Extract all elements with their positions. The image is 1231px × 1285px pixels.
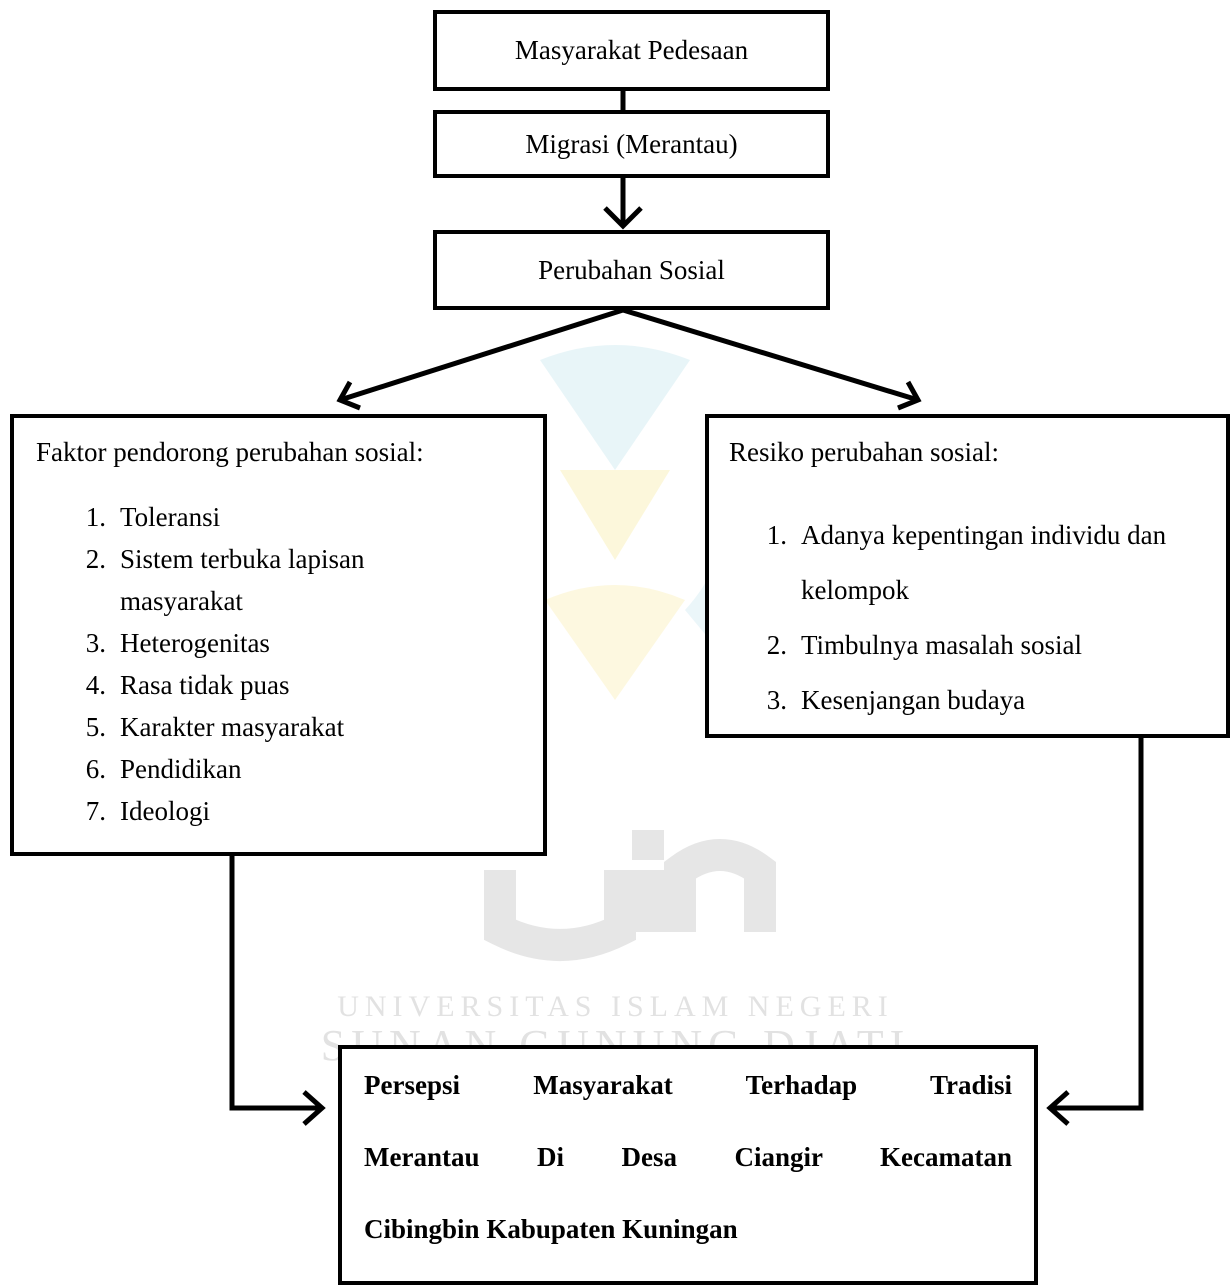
faktor-item-text: Heterogenitas bbox=[120, 628, 270, 658]
node-masyarakat-pedesaan: Masyarakat Pedesaan bbox=[433, 10, 830, 91]
faktor-item-number: 3. bbox=[85, 628, 106, 658]
arrowhead-faktor bbox=[336, 380, 361, 411]
faktor-item: 3. Heterogenitas bbox=[58, 622, 543, 664]
faktor-item: 5. Karakter masyarakat bbox=[58, 706, 543, 748]
arrowhead-resiko bbox=[897, 380, 922, 411]
faktor-item-number: 1. bbox=[85, 502, 106, 532]
node-faktor-pendorong: Faktor pendorong perubahan sosial: 1. Tol… bbox=[10, 414, 547, 856]
resiko-item-number: 1. bbox=[766, 520, 787, 550]
arrowhead-persepsi-left bbox=[302, 1090, 326, 1126]
faktor-item-text: Pendidikan bbox=[120, 754, 242, 784]
faktor-item: 2. Sistem terbuka lapisan masyarakat bbox=[58, 538, 543, 622]
connector-perubahan-resiko bbox=[622, 307, 919, 403]
resiko-list: 1. Adanya kepentingan individu dan kelomp… bbox=[729, 508, 1226, 728]
faktor-item-text: Karakter masyarakat bbox=[120, 712, 345, 742]
persepsi-line-3: Cibingbin Kabupaten Kuningan bbox=[364, 1214, 738, 1244]
persepsi-line-2: Merantau Di Desa Ciangir Kecamatan bbox=[364, 1142, 1012, 1172]
faktor-item: 6. Pendidikan bbox=[58, 748, 543, 790]
faktor-item: 4. Rasa tidak puas bbox=[58, 664, 543, 706]
faktor-item-number: 6. bbox=[85, 754, 106, 784]
arrowhead-persepsi-right bbox=[1046, 1090, 1070, 1126]
node-resiko-perubahan: Resiko perubahan sosial: 1. Adanya kepent… bbox=[705, 414, 1230, 738]
resiko-item-text: Kesenjangan budaya bbox=[801, 685, 1026, 715]
faktor-item-number: 7. bbox=[85, 796, 106, 826]
faktor-item: 7. Ideologi bbox=[58, 790, 543, 832]
faktor-item-text: Rasa tidak puas bbox=[120, 670, 290, 700]
connector-perubahan-faktor bbox=[339, 307, 624, 403]
faktor-list: 1. Toleransi 2. Sistem terbuka lapisan mas… bbox=[36, 496, 543, 832]
faktor-item-text: Ideologi bbox=[120, 796, 210, 826]
resiko-item-text: Timbulnya masalah sosial bbox=[801, 630, 1082, 660]
resiko-item-number: 3. bbox=[766, 685, 787, 715]
persepsi-line-1: Persepsi Masyarakat Terhadap Tradisi bbox=[364, 1070, 1012, 1100]
faktor-item: 1. Toleransi bbox=[58, 496, 543, 538]
resiko-item: 1. Adanya kepentingan individu dan kelomp… bbox=[739, 508, 1226, 618]
resiko-title: Resiko perubahan sosial: bbox=[729, 437, 999, 467]
node-perubahan-sosial: Perubahan Sosial bbox=[433, 230, 830, 310]
faktor-item-text: Sistem terbuka lapisan masyarakat bbox=[120, 544, 365, 616]
connector-faktor-persepsi bbox=[229, 856, 320, 1111]
node-migrasi-label: Migrasi (Merantau) bbox=[525, 128, 738, 159]
faktor-title: Faktor pendorong perubahan sosial: bbox=[36, 437, 424, 467]
node-migrasi: Migrasi (Merantau) bbox=[433, 110, 830, 178]
resiko-item: 2. Timbulnya masalah sosial bbox=[739, 618, 1226, 673]
faktor-item-number: 5. bbox=[85, 712, 106, 742]
resiko-item: 3. Kesenjangan budaya bbox=[739, 673, 1226, 728]
resiko-item-number: 2. bbox=[766, 630, 787, 660]
node-perubahan-sosial-label: Perubahan Sosial bbox=[538, 254, 725, 285]
node-persepsi-masyarakat: Persepsi Masyarakat Terhadap Tradisi Mer… bbox=[338, 1045, 1038, 1285]
faktor-item-text: Toleransi bbox=[120, 502, 221, 532]
connector-resiko-persepsi bbox=[1052, 738, 1144, 1111]
node-masyarakat-pedesaan-label: Masyarakat Pedesaan bbox=[514, 35, 749, 65]
faktor-item-number: 2. bbox=[85, 544, 106, 574]
arrowhead-perubahan bbox=[603, 206, 643, 230]
resiko-item-text: Adanya kepentingan individu dan kelompok bbox=[801, 520, 1167, 605]
faktor-item-number: 4. bbox=[85, 670, 106, 700]
